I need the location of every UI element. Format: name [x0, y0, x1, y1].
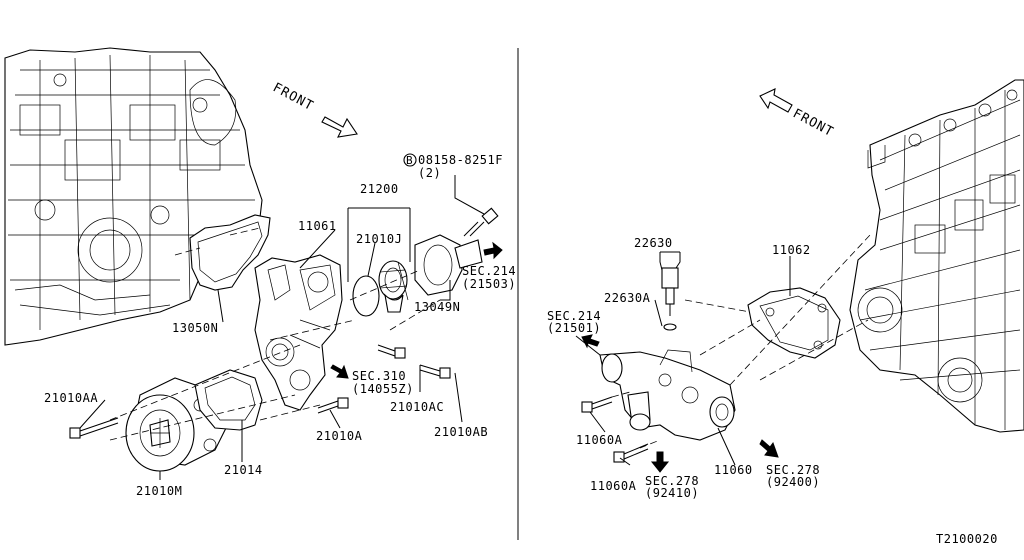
label-11060a-lower: 11060A [590, 479, 637, 493]
front-arrow-right-icon [759, 88, 793, 113]
label-21010ac: 21010AC [390, 400, 444, 414]
label-sec214-right: SEC.214 [547, 309, 601, 323]
label-sec310: SEC.310 [352, 369, 406, 383]
label-21010a: 21010A [316, 429, 363, 443]
label-sec214-left-ref: (21503) [462, 277, 516, 291]
front-indicator-left: FRONT [270, 80, 358, 138]
front-label-right: FRONT [790, 106, 836, 140]
arrow-sec214-right-icon [581, 334, 600, 349]
front-label-left: FRONT [270, 80, 316, 114]
label-sec310-ref: (14055Z) [352, 382, 414, 396]
label-21014: 21014 [224, 463, 263, 477]
label-21010aa: 21010AA [44, 391, 98, 405]
bolt-08158 [463, 207, 499, 237]
label-sec278-b-ref: (92400) [766, 475, 820, 489]
engine-block-right [849, 79, 1024, 433]
label-sec278-a: SEC.278 [645, 474, 699, 488]
bolt-21010a [317, 397, 349, 414]
label-22630: 22630 [634, 236, 673, 250]
label-13049n: 13049N [414, 300, 460, 314]
diagram-id: T2100020 [936, 532, 998, 546]
water-inlet-housing-11060 [599, 349, 736, 441]
alignment-lines-right [611, 234, 871, 449]
bolt-21010ac [377, 344, 406, 359]
bolt-21010aa [69, 417, 119, 439]
housing-11061 [254, 254, 343, 411]
label-21010j: 21010J [356, 232, 402, 246]
bolt-11060a-lower [613, 443, 649, 463]
label-11062: 11062 [772, 243, 811, 257]
temp-sensor-22630 [661, 267, 679, 331]
bolt-11060a-upper [581, 396, 613, 413]
gasket-13050n [189, 214, 271, 291]
label-21010ab: 21010AB [434, 425, 488, 439]
arrow-sec278-a-icon [650, 451, 670, 473]
leaders-right [575, 251, 791, 466]
arrow-sec214-left-icon [483, 241, 503, 260]
label-sec278-b: SEC.278 [766, 463, 820, 477]
thermostat-21200 [378, 260, 409, 313]
arrow-sec278-b-icon [759, 439, 779, 458]
arrow-sec310-icon [330, 364, 349, 379]
label-22630a: 22630A [604, 291, 651, 305]
right-panel: FRONT [547, 79, 1024, 500]
label-08158-qty: (2) [418, 166, 441, 180]
label-sec278-a-ref: (92410) [645, 486, 699, 500]
label-11060a-upper: 11060A [576, 433, 623, 447]
label-08158-prefix: B [406, 154, 413, 167]
circled-b-icon [403, 153, 417, 167]
label-11060: 11060 [714, 463, 753, 477]
left-panel: FRONT [4, 47, 516, 498]
label-sec214-right-ref: (21501) [547, 321, 601, 335]
alignment-lines-left [109, 227, 441, 441]
front-indicator-right: FRONT [759, 88, 836, 140]
label-sec214-left: SEC.214 [462, 264, 516, 278]
gasket-21010j [352, 275, 380, 317]
bolt-21010ab [419, 364, 451, 379]
label-21010m: 21010M [136, 484, 182, 498]
leaders-left [79, 175, 485, 480]
label-13050n: 13050N [172, 321, 218, 335]
engine-block-left [4, 47, 263, 346]
gasket-11062 [747, 287, 841, 359]
label-08158-8251f: 08158-8251F [418, 153, 503, 167]
front-arrow-left-icon [321, 116, 358, 138]
label-21200: 21200 [360, 182, 399, 196]
label-11061: 11061 [298, 219, 337, 233]
washer-22630a [663, 323, 677, 331]
